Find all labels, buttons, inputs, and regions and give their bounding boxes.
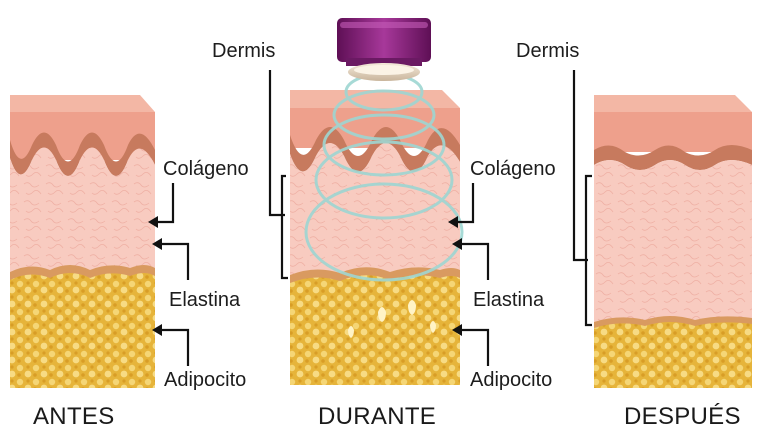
ultrasound-device xyxy=(337,18,431,81)
adipocito-label-before: Adipocito xyxy=(164,369,247,391)
adipocito-label-during: Adipocito xyxy=(470,369,553,391)
during-skin-block xyxy=(290,90,460,385)
colageno-label-during: Colágeno xyxy=(470,158,556,180)
after-title: DESPUÉS xyxy=(624,403,741,430)
after-skin-block xyxy=(594,95,752,388)
colageno-label-before: Colágeno xyxy=(163,158,249,180)
elastina-label-before: Elastina xyxy=(169,289,241,311)
dermis-label-after: Dermis xyxy=(516,40,580,62)
leader-lines xyxy=(156,70,592,366)
before-skin-block xyxy=(10,95,155,388)
ultrasound-rings xyxy=(304,72,464,282)
arrowheads xyxy=(148,216,462,336)
before-title: ANTES xyxy=(33,403,115,430)
dermis-label-during: Dermis xyxy=(212,40,276,62)
elastina-label-during: Elastina xyxy=(473,289,545,311)
during-title: DURANTE xyxy=(318,403,437,430)
